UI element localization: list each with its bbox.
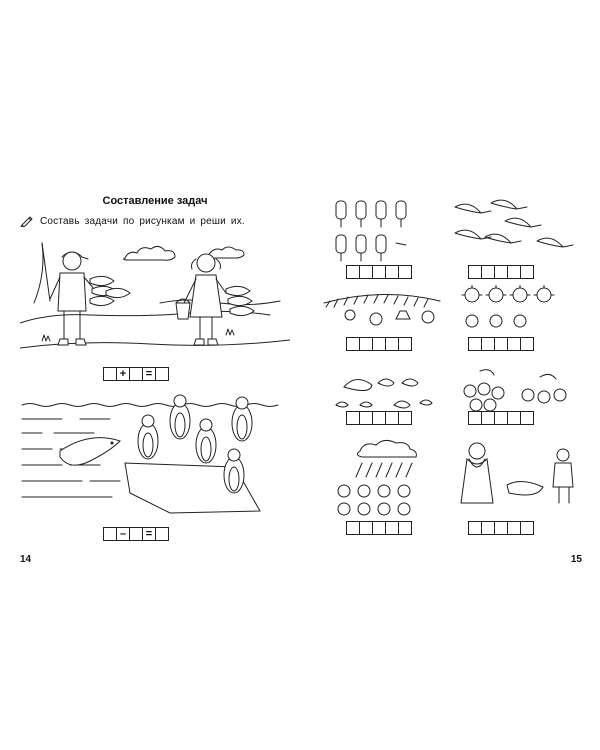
answer-box[interactable]: [372, 265, 386, 279]
answer-box[interactable]: [155, 527, 169, 541]
answer-row-bulbs: [468, 337, 534, 351]
operator-plus: +: [116, 367, 130, 381]
operator-equals: =: [142, 367, 156, 381]
old-man-boy-illustration: [460, 442, 574, 504]
answer-box[interactable]: [468, 411, 482, 425]
answer-box[interactable]: [372, 411, 386, 425]
answer-box[interactable]: [129, 527, 143, 541]
christmas-branch-illustration: [323, 293, 441, 326]
answer-row-1: + =: [103, 367, 169, 381]
geese-illustration: [454, 199, 574, 248]
answer-row-ice-cream: [346, 265, 412, 279]
operator-equals: =: [142, 527, 156, 541]
pencil-icon: [20, 216, 33, 227]
answer-box[interactable]: [481, 521, 495, 535]
berries-illustration: [463, 369, 567, 412]
answer-box[interactable]: [346, 265, 360, 279]
answer-box[interactable]: [468, 265, 482, 279]
penguins-scene-illustration: [21, 394, 279, 514]
answer-box[interactable]: [359, 337, 373, 351]
fishing-scene-illustration: [20, 242, 290, 349]
ice-cream-illustration: [335, 200, 407, 262]
left-page: Составление задач Составь задачи по рису…: [20, 175, 290, 565]
answer-box[interactable]: [346, 521, 360, 535]
answer-box[interactable]: [385, 265, 399, 279]
answer-box[interactable]: [103, 527, 117, 541]
answer-box[interactable]: [385, 521, 399, 535]
answer-box[interactable]: [520, 521, 534, 535]
light-bulbs-illustration: [461, 285, 555, 328]
answer-box[interactable]: [398, 265, 412, 279]
answer-box[interactable]: [507, 265, 521, 279]
answer-box[interactable]: [385, 411, 399, 425]
answer-row-flowers: [346, 521, 412, 535]
answer-box[interactable]: [481, 337, 495, 351]
page-number-left: 14: [20, 554, 32, 565]
answer-box[interactable]: [372, 337, 386, 351]
answer-row-2: – =: [103, 527, 169, 541]
answer-box[interactable]: [494, 265, 508, 279]
answer-box[interactable]: [468, 521, 482, 535]
answer-box[interactable]: [507, 337, 521, 351]
rain-flowers-illustration: [337, 439, 417, 516]
answer-box[interactable]: [494, 411, 508, 425]
answer-box[interactable]: [398, 521, 412, 535]
instruction-text: Составь задачи по рисункам и реши их.: [40, 215, 245, 227]
answer-box[interactable]: [481, 265, 495, 279]
answer-box[interactable]: [155, 367, 169, 381]
answer-box[interactable]: [103, 367, 117, 381]
answer-box[interactable]: [494, 521, 508, 535]
answer-box[interactable]: [385, 337, 399, 351]
instruction: Составь задачи по рисункам и реши их.: [20, 215, 290, 227]
operator-minus: –: [116, 527, 130, 541]
answer-row-branch: [346, 337, 412, 351]
answer-box[interactable]: [398, 411, 412, 425]
right-page: 15: [320, 175, 582, 565]
answer-box[interactable]: [398, 337, 412, 351]
answer-box[interactable]: [520, 337, 534, 351]
answer-box[interactable]: [346, 337, 360, 351]
answer-box[interactable]: [346, 411, 360, 425]
answer-box[interactable]: [359, 265, 373, 279]
hedgehogs-illustration: [335, 378, 433, 409]
answer-box[interactable]: [359, 411, 373, 425]
answer-box[interactable]: [129, 367, 143, 381]
page-title: Составление задач: [102, 195, 208, 207]
answer-box[interactable]: [520, 411, 534, 425]
answer-row-hedgehogs: [346, 411, 412, 425]
answer-box[interactable]: [494, 337, 508, 351]
answer-box[interactable]: [359, 521, 373, 535]
answer-box[interactable]: [507, 411, 521, 425]
answer-row-old-man: [468, 521, 534, 535]
answer-box[interactable]: [372, 521, 386, 535]
page-number-right: 15: [570, 554, 582, 565]
answer-box[interactable]: [481, 411, 495, 425]
answer-box[interactable]: [520, 265, 534, 279]
answer-row-geese: [468, 265, 534, 279]
answer-row-berries: [468, 411, 534, 425]
answer-box[interactable]: [507, 521, 521, 535]
answer-box[interactable]: [468, 337, 482, 351]
